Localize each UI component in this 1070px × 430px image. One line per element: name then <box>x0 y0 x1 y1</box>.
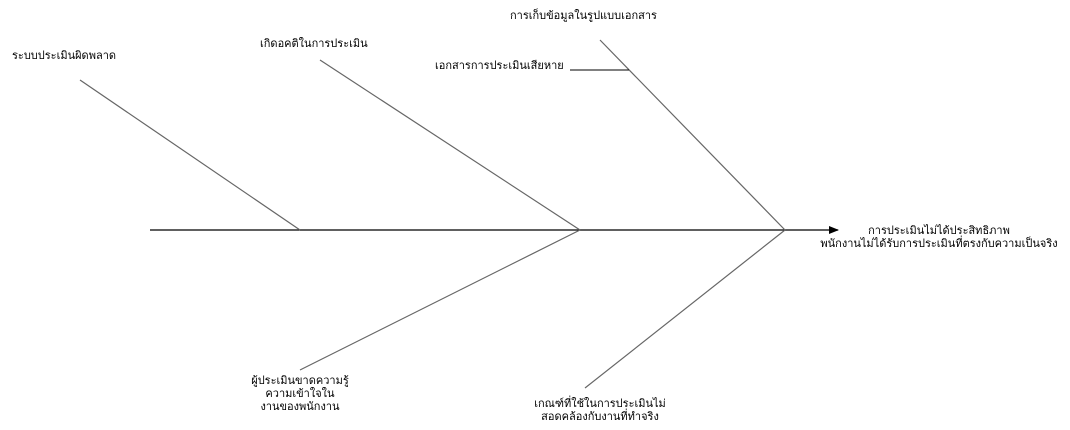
bone-criteria-mismatch <box>584 229 786 389</box>
cause-label-evaluator-lacks-knowledge-line2: ความเข้าใจใน <box>265 387 335 400</box>
bone-evaluation-system-error <box>79 79 301 231</box>
bone-evaluator-lacks-knowledge <box>299 229 581 371</box>
sub-cause-label-damaged-documents: เอกสารการประเมินเสียหาย <box>435 59 564 72</box>
cause-label-criteria-mismatch-line1: เกณฑ์ที่ใช้ในการประเมินไม่ <box>534 397 666 410</box>
effect-label: การประเมินไม่ได้ประสิทธิภาพ พนักงานไม่ได… <box>812 224 1066 250</box>
effect-label-line1: การประเมินไม่ได้ประสิทธิภาพ <box>868 224 1010 237</box>
cause-label-evaluator-lacks-knowledge-line1: ผู้ประเมินขาดความรู้ <box>251 374 349 387</box>
cause-label-evaluator-lacks-knowledge-line3: งานของพนักงาน <box>260 400 340 413</box>
bone-document-storage <box>599 39 786 231</box>
effect-label-line2: พนักงานไม่ได้รับการประเมินที่ตรงกับความเ… <box>820 237 1058 250</box>
bone-bias-in-evaluation <box>319 59 581 231</box>
cause-label-criteria-mismatch-line2: สอดคล้องกับงานที่ทำจริง <box>541 410 659 423</box>
cause-label-document-storage: การเก็บข้อมูลในรูปแบบเอกสาร <box>510 9 657 22</box>
cause-label-evaluation-system-error: ระบบประเมินผิดพลาด <box>12 49 117 62</box>
cause-label-evaluator-lacks-knowledge: ผู้ประเมินขาดความรู้ ความเข้าใจใน งานของ… <box>238 374 362 413</box>
cause-label-criteria-mismatch: เกณฑ์ที่ใช้ในการประเมินไม่ สอดคล้องกับงา… <box>520 397 680 423</box>
cause-label-bias-in-evaluation: เกิดอคติในการประเมิน <box>260 37 368 50</box>
